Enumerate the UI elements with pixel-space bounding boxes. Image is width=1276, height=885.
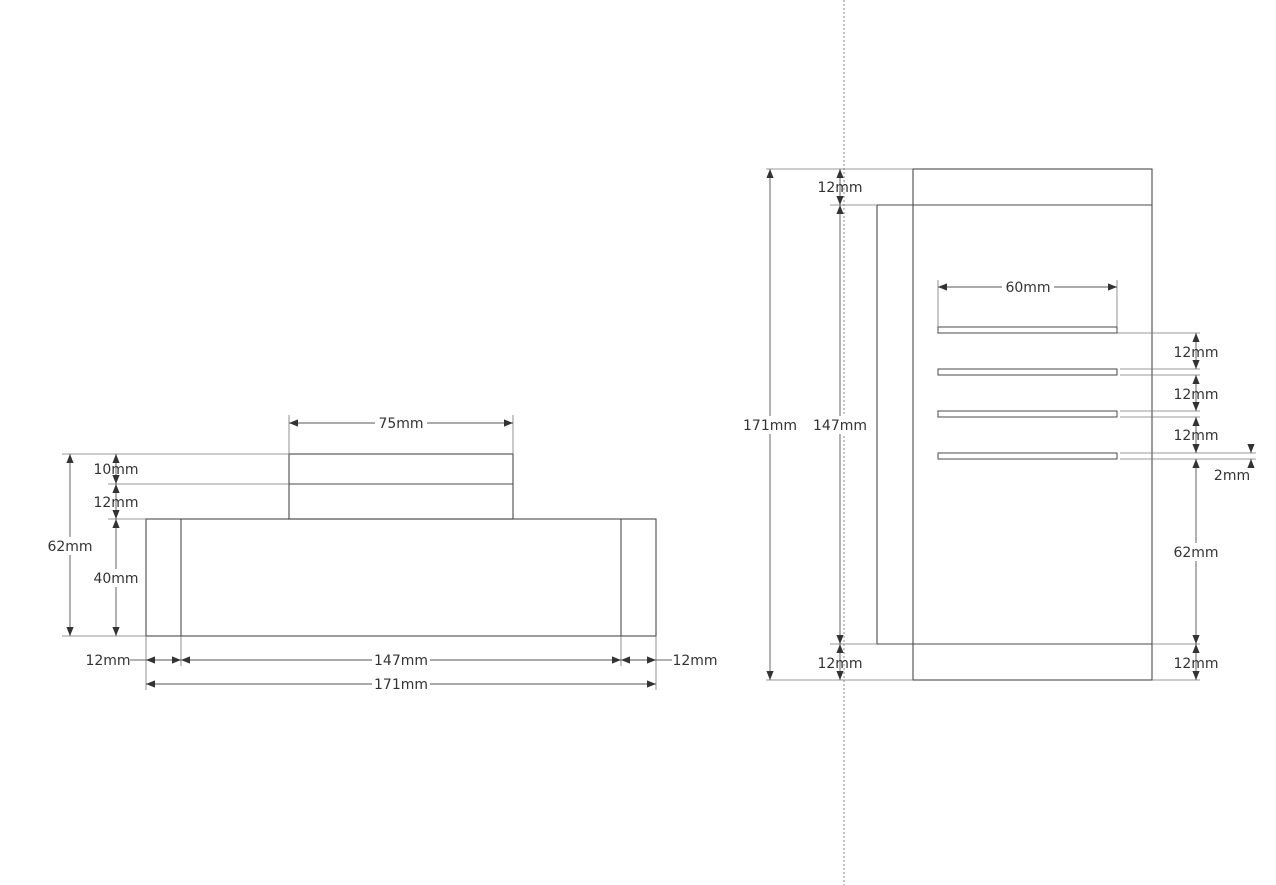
dim-side-slot-gap-3: 12mm bbox=[1173, 428, 1218, 444]
dim-side-top-band: 12mm bbox=[817, 180, 862, 196]
dim-front-top-width: 75mm bbox=[378, 416, 423, 432]
dim-front-left-side: 12mm bbox=[85, 653, 130, 669]
dim-side-overall-height: 171mm bbox=[743, 418, 797, 434]
dim-side-slot-gap-2: 12mm bbox=[1173, 387, 1218, 403]
dim-side-inner-height: 147mm bbox=[813, 418, 867, 434]
front-view: 75mm 62mm 10mm 12mm 40mm 12mm 147mm 12mm… bbox=[44, 414, 718, 693]
front-top-block bbox=[288, 453, 514, 520]
side-view: 171mm 12mm 147mm 12mm 60mm 12mm 12mm 12m… bbox=[741, 168, 1256, 681]
dim-front-right-side: 12mm bbox=[672, 653, 717, 669]
dim-front-base-height: 40mm bbox=[93, 571, 138, 587]
side-main-panel bbox=[912, 168, 1153, 681]
slot-2 bbox=[937, 368, 1118, 376]
dim-front-inner-width: 147mm bbox=[374, 653, 428, 669]
dim-front-mid-height: 12mm bbox=[93, 495, 138, 511]
dim-side-slot-to-bottom: 62mm bbox=[1173, 545, 1218, 561]
dim-side-slot-thickness: 2mm bbox=[1214, 468, 1250, 484]
dim-side-slot-length: 60mm bbox=[1005, 280, 1050, 296]
dim-side-bottom-band-left: 12mm bbox=[817, 656, 862, 672]
dim-side-bottom-band-right: 12mm bbox=[1173, 656, 1218, 672]
slot-4 bbox=[937, 452, 1118, 460]
dim-front-overall-width: 171mm bbox=[374, 677, 428, 693]
front-base-box bbox=[145, 518, 657, 637]
dim-front-total-height: 62mm bbox=[47, 539, 92, 555]
dim-side-slot-gap-1: 12mm bbox=[1173, 345, 1218, 361]
dim-front-top-small-height: 10mm bbox=[93, 462, 138, 478]
slot-3 bbox=[937, 410, 1118, 418]
slot-1 bbox=[937, 326, 1118, 334]
